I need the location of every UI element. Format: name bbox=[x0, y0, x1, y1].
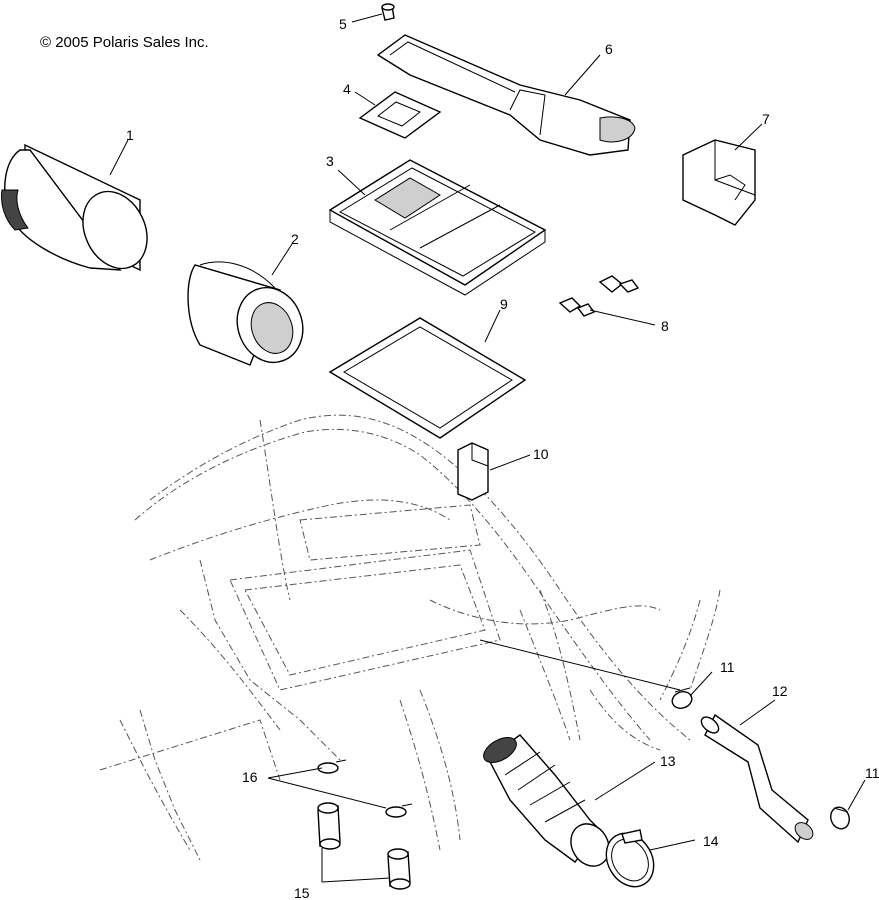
callout-numbers: 1 2 3 4 5 6 7 8 9 10 11 11 12 13 14 15 1… bbox=[126, 16, 879, 900]
callout-13: 13 bbox=[660, 753, 676, 769]
intake-boot bbox=[483, 734, 610, 867]
push-fastener bbox=[381, 3, 395, 21]
hose-clamp-right bbox=[671, 687, 693, 709]
hose-clamp-far-right bbox=[830, 806, 850, 830]
airbox-lid bbox=[328, 159, 547, 296]
spring-clamp-upper bbox=[317, 759, 347, 774]
callout-2: 2 bbox=[291, 231, 299, 247]
callout-16: 16 bbox=[242, 769, 258, 785]
callout-1: 1 bbox=[126, 127, 134, 143]
callout-9: 9 bbox=[500, 296, 508, 312]
callout-6: 6 bbox=[605, 41, 613, 57]
callout-12: 12 bbox=[772, 683, 788, 699]
callout-8: 8 bbox=[661, 318, 669, 334]
intake-duct bbox=[376, 34, 636, 156]
foam-pad bbox=[457, 442, 489, 501]
airbox-seal-large bbox=[328, 317, 527, 439]
callout-11-right: 11 bbox=[720, 659, 735, 675]
foam-block bbox=[682, 139, 756, 226]
seal-gasket-small bbox=[358, 91, 442, 139]
air-filter-outer bbox=[1, 143, 148, 272]
callout-7: 7 bbox=[762, 111, 770, 127]
callout-10: 10 bbox=[533, 446, 549, 462]
leader-lines bbox=[109, 13, 866, 883]
callout-5: 5 bbox=[339, 16, 347, 32]
spring-clamp-lower bbox=[385, 803, 413, 818]
callout-4: 4 bbox=[343, 81, 351, 97]
grommet-lower bbox=[387, 848, 411, 890]
callout-15: 15 bbox=[294, 885, 310, 900]
callout-14: 14 bbox=[703, 833, 719, 849]
boot-clamp bbox=[605, 829, 655, 888]
air-filter-inner bbox=[187, 261, 304, 366]
vehicle-frame-outline bbox=[99, 414, 721, 861]
retaining-clips bbox=[558, 275, 640, 317]
callout-11-far-right: 11 bbox=[865, 765, 879, 781]
intake-hose bbox=[700, 713, 814, 844]
copyright-notice: © 2005 Polaris Sales Inc. bbox=[40, 34, 209, 51]
callout-3: 3 bbox=[326, 153, 334, 169]
grommet-upper bbox=[317, 802, 341, 850]
